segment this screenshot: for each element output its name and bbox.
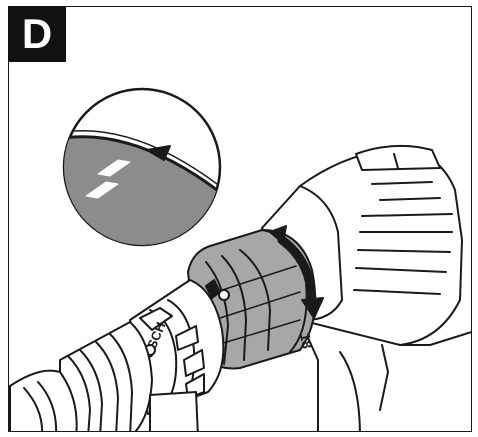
figure-label-badge: D xyxy=(8,6,66,62)
chuck-assembly: BOSCH xyxy=(129,279,230,415)
figure-label: D xyxy=(21,10,53,57)
chuck-sleeve xyxy=(9,321,199,431)
indicator-arrow-icon xyxy=(146,145,171,161)
rotation-arrow xyxy=(269,225,324,319)
clutch-setting-mark: 18 xyxy=(297,332,315,350)
detail-inset xyxy=(62,87,222,247)
